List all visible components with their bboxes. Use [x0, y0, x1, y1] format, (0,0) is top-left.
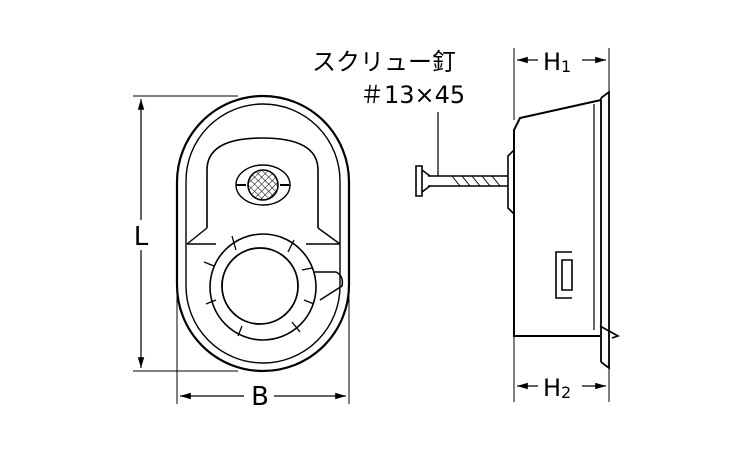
front-outer-body: [175, 94, 351, 373]
screw-name-label: スクリュー釘: [312, 48, 456, 76]
side-flange: [600, 90, 610, 370]
screw-spec-label: ＃13×45: [360, 81, 465, 109]
dim-H1-sub: 1: [561, 57, 571, 76]
dim-H2-label: H2: [543, 374, 571, 402]
side-bottom-lip: [599, 325, 620, 339]
lower-ring-segments: [203, 235, 315, 337]
lower-ring-outer: [209, 233, 317, 341]
dim-H2-sub: 2: [561, 383, 571, 402]
side-clip: [555, 251, 573, 299]
nail-head: [415, 165, 431, 197]
dim-H2-main: H: [543, 374, 561, 402]
lower-ring-inner: [221, 247, 299, 325]
screw-head-mesh: [247, 169, 279, 201]
front-view: [175, 94, 351, 373]
dim-H2-extension: [513, 336, 610, 402]
dim-L-label: L: [134, 222, 149, 252]
dimensions: L B H1 H2: [128, 45, 610, 412]
front-side-lug: [314, 271, 344, 301]
nail-thread: [451, 175, 501, 187]
dim-B-label: B: [251, 382, 269, 412]
side-body: [513, 99, 602, 337]
dim-H1-label: H1: [543, 48, 571, 76]
dim-B-extension: [176, 258, 350, 404]
dim-L-extension: [133, 95, 238, 372]
dim-H1-main: H: [543, 48, 561, 76]
front-trapezoid-base: [186, 227, 341, 245]
screw-callout: スクリュー釘 ＃13×45: [312, 48, 465, 109]
side-view: [415, 90, 620, 370]
front-upper-boss: [206, 137, 319, 228]
nail-shaft: [428, 175, 508, 187]
dim-H1-extension: [513, 48, 610, 120]
front-inner-contour: [185, 103, 341, 364]
side-boss: [507, 149, 515, 215]
